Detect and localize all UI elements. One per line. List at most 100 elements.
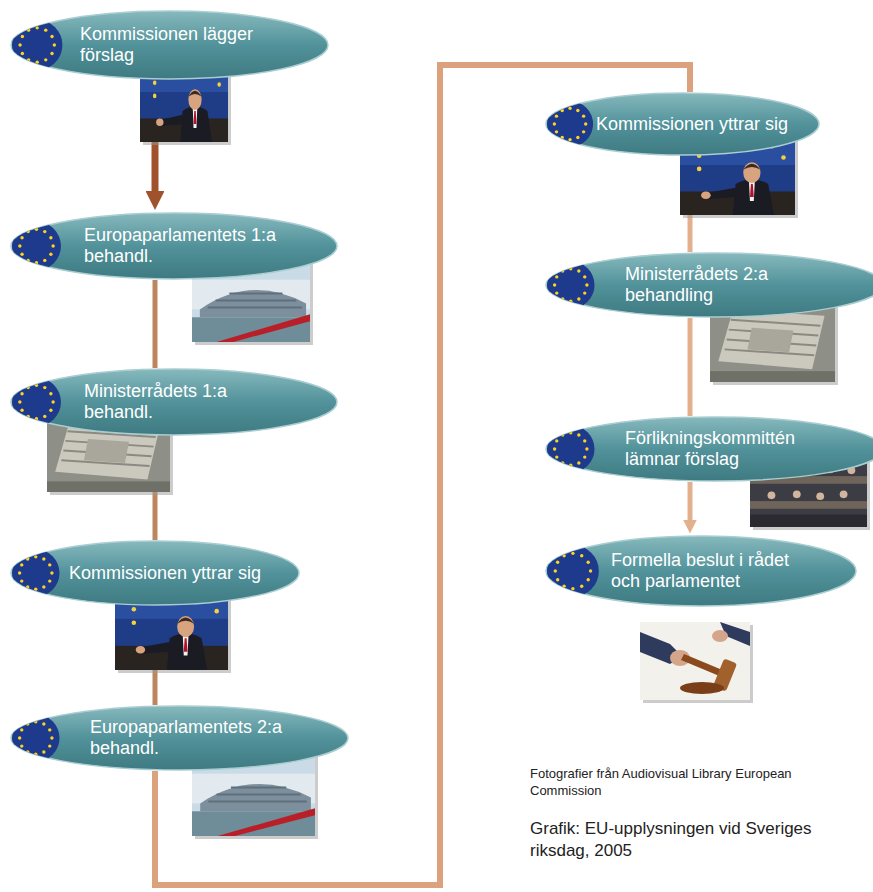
flag-star: [576, 109, 579, 112]
flag-star: [569, 267, 572, 270]
process-ellipse: Ministerrådets 1:a behandl.: [10, 368, 338, 436]
flag-star: [26, 722, 29, 725]
flag-star: [26, 259, 29, 262]
eu-flag: [547, 545, 599, 597]
flag-star: [577, 433, 580, 436]
flag-star: [26, 386, 29, 389]
connector: [688, 482, 693, 520]
eu-flag: [12, 20, 62, 70]
process-ellipse: Kommissionen yttrar sig: [10, 540, 300, 606]
flag-star: [555, 275, 558, 278]
flag-star: [580, 585, 583, 588]
flag-star: [582, 114, 585, 117]
flag-star: [561, 136, 564, 139]
text-block: Europaparlamentets 2:a behandl.: [90, 717, 290, 758]
ellipse-shape: [11, 541, 299, 605]
flag-star: [553, 122, 556, 125]
flag-star: [43, 259, 46, 262]
flag-star: [49, 409, 52, 412]
text-block: Kommissionen yttrar sig: [596, 114, 788, 135]
node-label: Europaparlamentets 1:a behandl.: [84, 225, 284, 266]
flag-disc: [12, 714, 60, 762]
flag-star: [49, 253, 52, 256]
ellipse-shape: [546, 417, 873, 481]
flag-disc: [547, 261, 595, 309]
flag-star: [561, 109, 564, 112]
flag-star: [53, 43, 56, 46]
flag-star: [577, 297, 580, 300]
flag-star: [20, 392, 23, 395]
flag-star: [50, 571, 53, 574]
flag-star: [584, 122, 587, 125]
flag-star: [561, 461, 564, 464]
flag-star: [18, 43, 21, 46]
node-label: Ministerrådets 2:a behandling: [625, 264, 825, 305]
process-ellipse: Förlikningskommittén lämnar förslag: [545, 416, 873, 482]
flag-star: [26, 557, 29, 560]
node-label: Förlikningskommittén lämnar förslag: [625, 428, 825, 469]
flag-disc: [12, 222, 61, 271]
flag-star: [35, 228, 38, 231]
flag-star: [585, 447, 588, 450]
node-label: Kommissionen yttrar sig: [69, 563, 261, 584]
connector: [688, 318, 693, 416]
flag-star: [49, 236, 52, 239]
flag-disc: [12, 20, 62, 70]
ellipse-outline: [10, 705, 349, 771]
text-block: Förlikningskommittén lämnar förslag: [625, 428, 825, 469]
text-block: Ministerrådets 1:a behandl.: [84, 381, 284, 422]
node-label: Europaparlamentets 2:a behandl.: [90, 717, 290, 758]
flag-star: [34, 752, 37, 755]
flag-star: [555, 455, 558, 458]
flag-star: [44, 58, 47, 61]
flag-star: [562, 585, 565, 588]
flag-star: [36, 26, 39, 29]
ellipse-shape: [11, 369, 337, 435]
flag-star: [553, 447, 556, 450]
flag-star: [556, 578, 559, 581]
flag-star: [18, 244, 21, 247]
flag-star: [27, 28, 30, 31]
ellipse-outline: [10, 368, 338, 436]
flag-star: [561, 269, 564, 272]
flag-star: [20, 579, 23, 582]
eu-flag: [547, 425, 595, 473]
flag-star: [561, 297, 564, 300]
flag-star: [577, 269, 580, 272]
flag-star: [20, 236, 23, 239]
flag-star: [27, 58, 30, 61]
flag-star: [42, 557, 45, 560]
ellipse-shape: [11, 213, 337, 279]
flag-star: [26, 230, 29, 233]
flag-star: [49, 392, 52, 395]
flag-star: [26, 750, 29, 753]
flag-star: [589, 569, 592, 572]
node-label: Formella beslut i rådet och parlamentet: [611, 550, 811, 591]
connector: [153, 280, 158, 368]
flag-star: [569, 431, 572, 434]
text-block: Europaparlamentets 1:a behandl.: [84, 225, 284, 266]
flag-star: [569, 299, 572, 302]
flag-star: [582, 130, 585, 133]
flag-star: [34, 587, 37, 590]
text-block: Ministerrådets 2:a behandling: [625, 264, 825, 305]
flag-star: [51, 400, 54, 403]
flag-star: [42, 750, 45, 753]
process-ellipse: Europaparlamentets 1:a behandl.: [10, 212, 338, 280]
flag-star: [583, 291, 586, 294]
credit-note: Fotografier från Audiovisual Library Eur…: [530, 766, 865, 800]
ellipse-shape: [546, 253, 873, 317]
flag-star: [35, 261, 38, 264]
ellipse-outline: [10, 10, 329, 80]
flag-star: [48, 744, 51, 747]
flag-star: [42, 585, 45, 588]
flag-star: [20, 563, 23, 566]
eu-flag: [547, 101, 593, 147]
ellipse-shape: [11, 706, 348, 770]
ellipse-shape: [11, 11, 328, 79]
eu-flag: [12, 714, 60, 762]
flag-star: [580, 554, 583, 557]
flag-star: [48, 728, 51, 731]
flag-star: [553, 283, 556, 286]
